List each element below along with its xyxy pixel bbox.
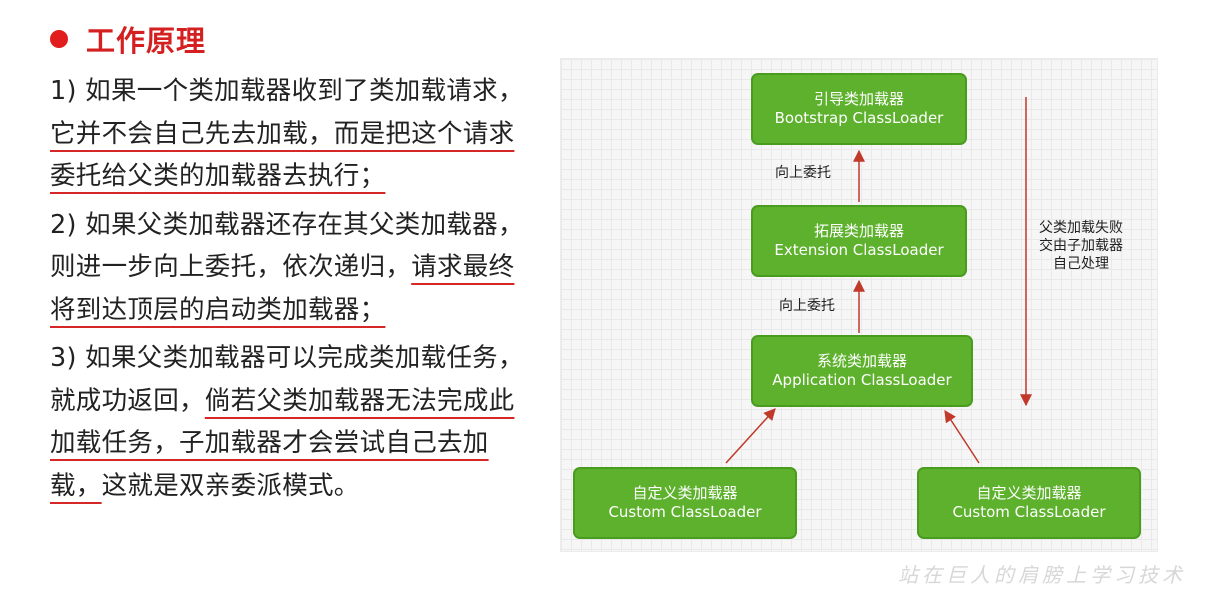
label-fallback: 父类加载失败 交由子加载器 自己处理 bbox=[1031, 219, 1131, 273]
paragraph-2-part-1: 2) 如果父类加载器还存在其父类加载器，则进一步向上委托，依次递归， bbox=[50, 209, 524, 283]
diagram-arrows bbox=[725, 97, 1032, 464]
label-delegate-up-2: 向上委托 bbox=[779, 298, 835, 314]
node-bootstrap-cn: 引导类加载器 bbox=[813, 90, 904, 108]
paragraph-1-part-1: 1) 如果一个类加载器收到了类加载请求， bbox=[50, 76, 524, 106]
explanation-text: 1) 如果一个类加载器收到了类加载请求， 它并不会自己先去加载，而是把这个请求委托… bbox=[50, 70, 530, 513]
paragraph-1: 1) 如果一个类加载器收到了类加载请求， 它并不会自己先去加载，而是把这个请求委托… bbox=[50, 70, 530, 198]
node-extension-cn: 拓展类加载器 bbox=[813, 222, 904, 240]
arrow-custom-left-to-app bbox=[725, 408, 776, 464]
node-bootstrap: 引导类加载器 Bootstrap ClassLoader bbox=[751, 73, 967, 145]
paragraph-1-underlined: 它并不会自己先去加载，而是把这个请求委托给父类的加载器去执行； bbox=[50, 118, 515, 192]
paragraph-2-underlined: 请求最终将到达顶层的启动类加载器； bbox=[50, 252, 515, 325]
arrow-custom-right-to-app bbox=[944, 409, 980, 464]
label-fallback-line-3: 自己处理 bbox=[1053, 256, 1109, 272]
paragraph-3-part-3: 这就是双亲委派模式。 bbox=[101, 470, 360, 501]
bullet-dot-icon bbox=[50, 30, 68, 48]
node-application-cn: 系统类加载器 bbox=[816, 352, 907, 370]
node-custom-right-en: Custom ClassLoader bbox=[952, 503, 1106, 521]
watermark: 站在巨人的肩膀上学习技术 bbox=[898, 563, 1186, 587]
paragraph-3-part-1: 3) 如果父类加载器可以完成类加载任务，就成功返回， bbox=[50, 343, 524, 416]
node-custom-left: 自定义类加载器 Custom ClassLoader bbox=[573, 467, 797, 539]
node-custom-left-cn: 自定义类加载器 bbox=[632, 484, 738, 502]
classloader-diagram: 引导类加载器 Bootstrap ClassLoader 拓展类加载器 Exte… bbox=[560, 58, 1158, 552]
label-fallback-line-1: 父类加载失败 bbox=[1039, 220, 1123, 236]
node-extension: 拓展类加载器 Extension ClassLoader bbox=[751, 205, 967, 277]
node-custom-right-cn: 自定义类加载器 bbox=[976, 484, 1082, 502]
node-application: 系统类加载器 Application ClassLoader bbox=[751, 335, 973, 407]
node-bootstrap-en: Bootstrap ClassLoader bbox=[774, 109, 944, 127]
paragraph-3-underlined: 倘若父类加载器无法完成此加载任务，子加载器才会尝试自己去加载， bbox=[50, 385, 515, 501]
section-title: 工作原理 bbox=[86, 24, 207, 58]
section-heading: 工作原理 bbox=[50, 18, 206, 60]
label-fallback-line-2: 交由子加载器 bbox=[1039, 238, 1123, 254]
paragraph-2: 2) 如果父类加载器还存在其父类加载器，则进一步向上委托，依次递归，请求最终将到… bbox=[50, 204, 530, 332]
label-delegate-up-1: 向上委托 bbox=[775, 165, 831, 181]
node-custom-left-en: Custom ClassLoader bbox=[608, 503, 762, 521]
node-extension-en: Extension ClassLoader bbox=[774, 241, 944, 259]
paragraph-3: 3) 如果父类加载器可以完成类加载任务，就成功返回，倘若父类加载器无法完成此加载… bbox=[50, 337, 530, 507]
node-application-en: Application ClassLoader bbox=[772, 371, 952, 389]
node-custom-right: 自定义类加载器 Custom ClassLoader bbox=[917, 467, 1141, 539]
